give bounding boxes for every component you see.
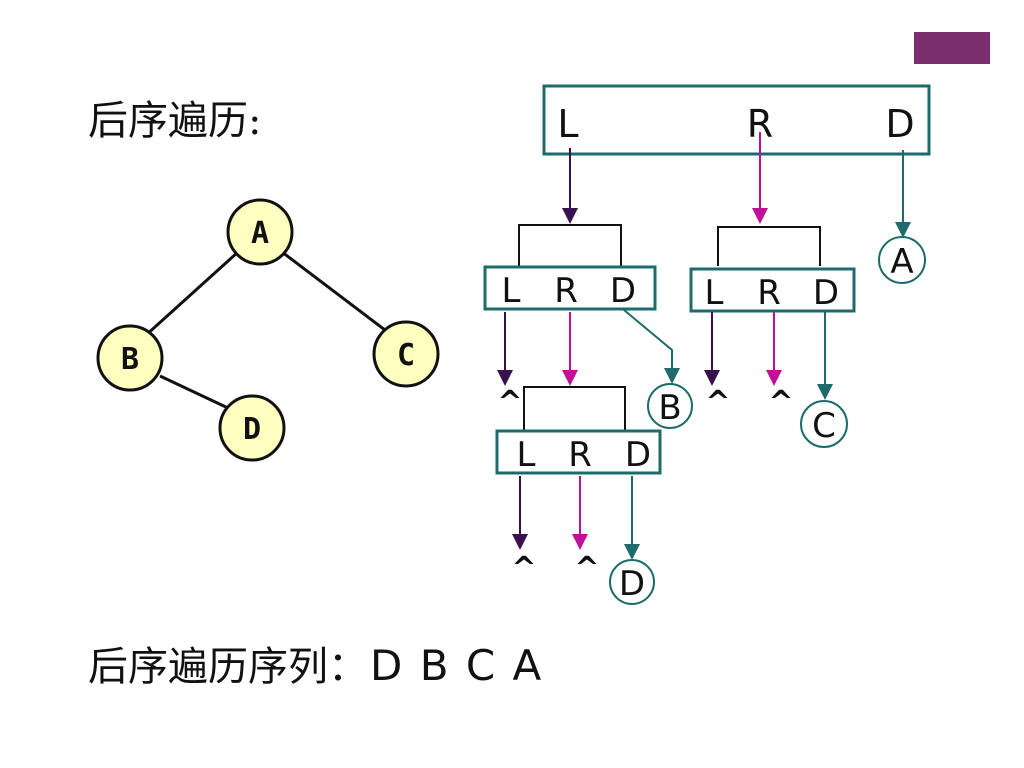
traversal-box-d: L R D (495, 386, 662, 475)
output-label: C (812, 406, 836, 446)
null-marker: ^ (768, 385, 793, 420)
tree-node-d: D (218, 394, 286, 462)
tree-edge-a-c (281, 250, 386, 332)
null-marker: ^ (705, 385, 730, 420)
sequence-value: D B C A (370, 641, 544, 690)
output-label: D (619, 564, 645, 604)
null-marker: ^ (497, 385, 522, 420)
tree-node-label: B (121, 342, 139, 377)
arrow-b-visit (623, 309, 680, 384)
tree-node-label: D (243, 412, 261, 447)
output-node-c: C (800, 400, 848, 448)
slot-visit: D (813, 273, 839, 313)
postorder-sequence: 后序遍历序列：D B C A (88, 634, 543, 692)
slot-left: L (557, 102, 578, 146)
slot-visit: D (610, 271, 636, 311)
slot-right: R (554, 271, 578, 311)
slot-left: L (502, 271, 521, 311)
slot-right: R (568, 435, 592, 475)
slot-left: L (517, 435, 536, 475)
output-node-b: B (647, 383, 693, 429)
tree-node-label: C (397, 338, 415, 373)
page-title: 后序遍历: (88, 98, 262, 144)
slot-left: L (705, 273, 724, 313)
tree-node-a: A (226, 198, 294, 266)
output-node-a: A (878, 236, 926, 284)
slot-visit: D (885, 102, 914, 146)
output-label: B (658, 388, 681, 428)
corner-accent-block (914, 32, 990, 64)
null-marker: ^ (511, 551, 536, 586)
slot-right: R (757, 273, 781, 313)
tree-node-label: A (251, 216, 269, 251)
tree-node-b: B (96, 324, 164, 392)
slot-visit: D (625, 435, 651, 475)
null-marker: ^ (574, 551, 599, 586)
traversal-box-c: L R D (689, 226, 856, 313)
tree-edge-a-b (143, 250, 240, 338)
traversal-box-b: L R D (483, 224, 657, 311)
tree-edge-b-d (159, 374, 229, 410)
traversal-root-box: L R D (542, 84, 931, 156)
sequence-label: 后序遍历序列： (88, 644, 368, 690)
tree-node-c: C (372, 320, 440, 388)
output-node-d: D (609, 559, 655, 605)
binary-tree: A B C D (96, 198, 440, 462)
output-label: A (890, 242, 913, 282)
